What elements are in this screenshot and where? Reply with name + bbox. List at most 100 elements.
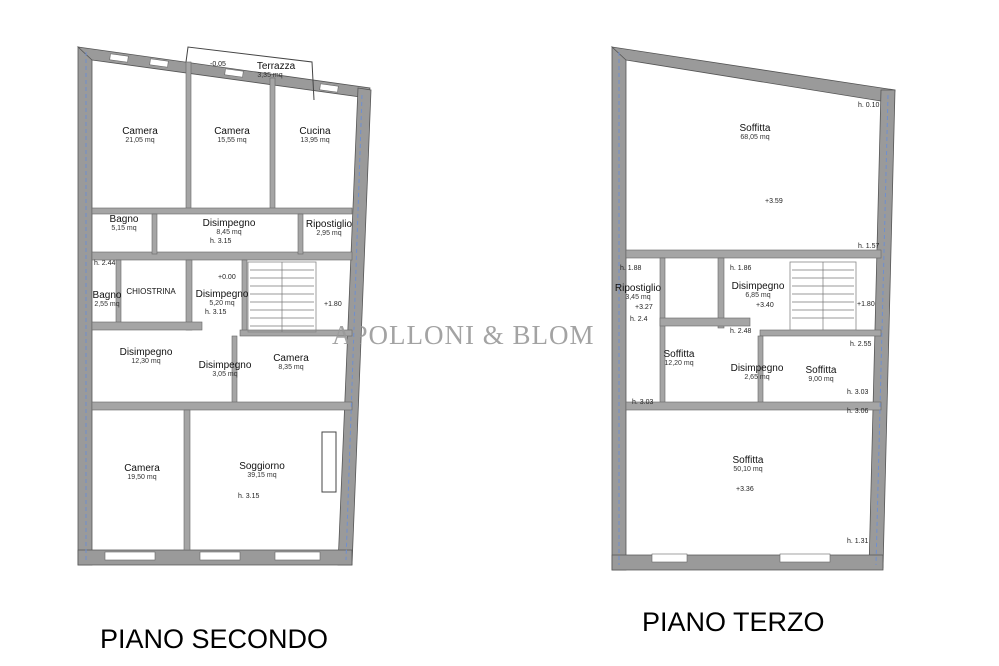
room-area: 8,45 mq: [216, 229, 241, 236]
room-name: Soffitta: [740, 123, 771, 134]
room-area: 39,15 mq: [247, 472, 276, 479]
room-area: 12,30 mq: [131, 358, 160, 365]
level-marker: +3.59: [765, 198, 783, 205]
room-area: 15,55 mq: [217, 137, 246, 144]
room-name: Camera: [124, 463, 160, 474]
window: [319, 83, 339, 93]
room-name: Soggiorno: [239, 461, 285, 472]
room-area: 6,85 mq: [745, 292, 770, 299]
room-area: 5,15 mq: [111, 225, 136, 232]
level-marker: +3.27: [635, 304, 653, 311]
window: [149, 58, 169, 68]
height-label: h. 1.57: [858, 243, 880, 250]
room-name: Disimpegno: [199, 360, 252, 371]
window: [109, 53, 129, 63]
room-area: 2,95 mq: [316, 230, 341, 237]
room-name: Bagno: [110, 214, 139, 225]
room-area: 3,05 mq: [212, 371, 237, 378]
height-label: h. 1.86: [730, 265, 752, 272]
height-label: h. 3.03: [847, 389, 869, 396]
piano-terzo-plan: Soffitta 68,05 mq Ripostiglio 3,45 mq Di…: [610, 46, 896, 637]
dashed-boundary: [875, 94, 889, 566]
room-area: 3,35 mq: [257, 72, 282, 79]
room-area: 50,10 mq: [733, 466, 762, 473]
inner-wall: [625, 401, 882, 411]
window: [104, 551, 156, 561]
room-name: Soffitta: [733, 455, 764, 466]
room-area: 3,45 mq: [625, 294, 650, 301]
height-label: h. 0.10: [858, 102, 880, 109]
inner-wall: [269, 77, 276, 213]
room-area: 8,35 mq: [278, 364, 303, 371]
level-marker: +3.40: [756, 302, 774, 309]
room-name: CHIOSTRINA: [126, 287, 176, 296]
inner-wall: [91, 207, 353, 215]
room-name: Cucina: [299, 126, 331, 137]
room-area: 5,20 mq: [209, 300, 234, 307]
height-label: h. 2.55: [850, 341, 872, 348]
inner-wall: [91, 321, 203, 331]
room-name: Camera: [122, 126, 158, 137]
dashed-boundary: [345, 94, 363, 561]
height-label: h. 3.03: [632, 399, 654, 406]
level-marker: +1.80: [857, 301, 875, 308]
inner-wall: [659, 257, 666, 409]
piano-secondo-plan: Terrazza 3,35 mq Camera 21,05 mq Camera …: [76, 46, 372, 654]
inner-wall: [659, 317, 751, 327]
outer-wall: [610, 46, 896, 104]
level-marker: -0.05: [210, 61, 226, 68]
inner-wall: [717, 257, 725, 329]
room-name: Bagno: [93, 290, 122, 301]
room-name: Disimpegno: [120, 347, 173, 358]
fireplace: [321, 431, 337, 493]
inner-wall: [759, 329, 882, 337]
room-name: Camera: [214, 126, 250, 137]
window: [199, 551, 241, 561]
height-label: h. 2.48: [730, 328, 752, 335]
room-name: Disimpegno: [731, 363, 784, 374]
inner-wall: [151, 213, 158, 255]
inner-wall: [297, 213, 304, 255]
room-name: Disimpegno: [732, 281, 785, 292]
staircase: [789, 261, 857, 331]
floor-title-secondo: PIANO SECONDO: [100, 624, 328, 654]
inner-wall: [91, 401, 353, 411]
height-label: h. 2.4: [630, 316, 648, 323]
room-name: Soffitta: [806, 365, 837, 376]
outer-wall: [77, 46, 93, 566]
room-area: 2,65 mq: [744, 374, 769, 381]
room-area: 2,55 mq: [94, 301, 119, 308]
room-name: Soffitta: [664, 349, 695, 360]
height-label: h. 1.31: [847, 538, 869, 545]
window: [224, 68, 244, 78]
window: [651, 553, 688, 563]
inner-wall: [183, 409, 191, 551]
room-area: 68,05 mq: [740, 134, 769, 141]
room-name: Disimpegno: [196, 289, 249, 300]
window: [779, 553, 831, 563]
level-marker: +1.80: [324, 301, 342, 308]
height-label: h. 3.15: [238, 493, 260, 500]
room-area: 9,00 mq: [808, 376, 833, 383]
room-area: 13,95 mq: [300, 137, 329, 144]
height-label: h. 2.44: [94, 260, 116, 267]
room-name: Terrazza: [257, 61, 296, 72]
staircase: [247, 261, 317, 333]
inner-wall: [91, 251, 353, 261]
room-area: 12,20 mq: [664, 360, 693, 367]
floor-title-terzo: PIANO TERZO: [642, 607, 825, 637]
room-area: 21,05 mq: [125, 137, 154, 144]
inner-wall: [185, 61, 192, 213]
room-name: Ripostiglio: [615, 283, 662, 294]
height-label: h. 1.88: [620, 265, 642, 272]
level-marker: +3.36: [736, 486, 754, 493]
inner-wall: [625, 249, 882, 259]
watermark-logo: APOLLONI & BLOM: [332, 320, 595, 350]
room-name: Ripostiglio: [306, 219, 353, 230]
room-name: Disimpegno: [203, 218, 256, 229]
height-label: h. 3.15: [205, 309, 227, 316]
room-name: Camera: [273, 353, 309, 364]
level-marker: +0.00: [218, 274, 236, 281]
height-label: h. 3.06: [847, 408, 869, 415]
